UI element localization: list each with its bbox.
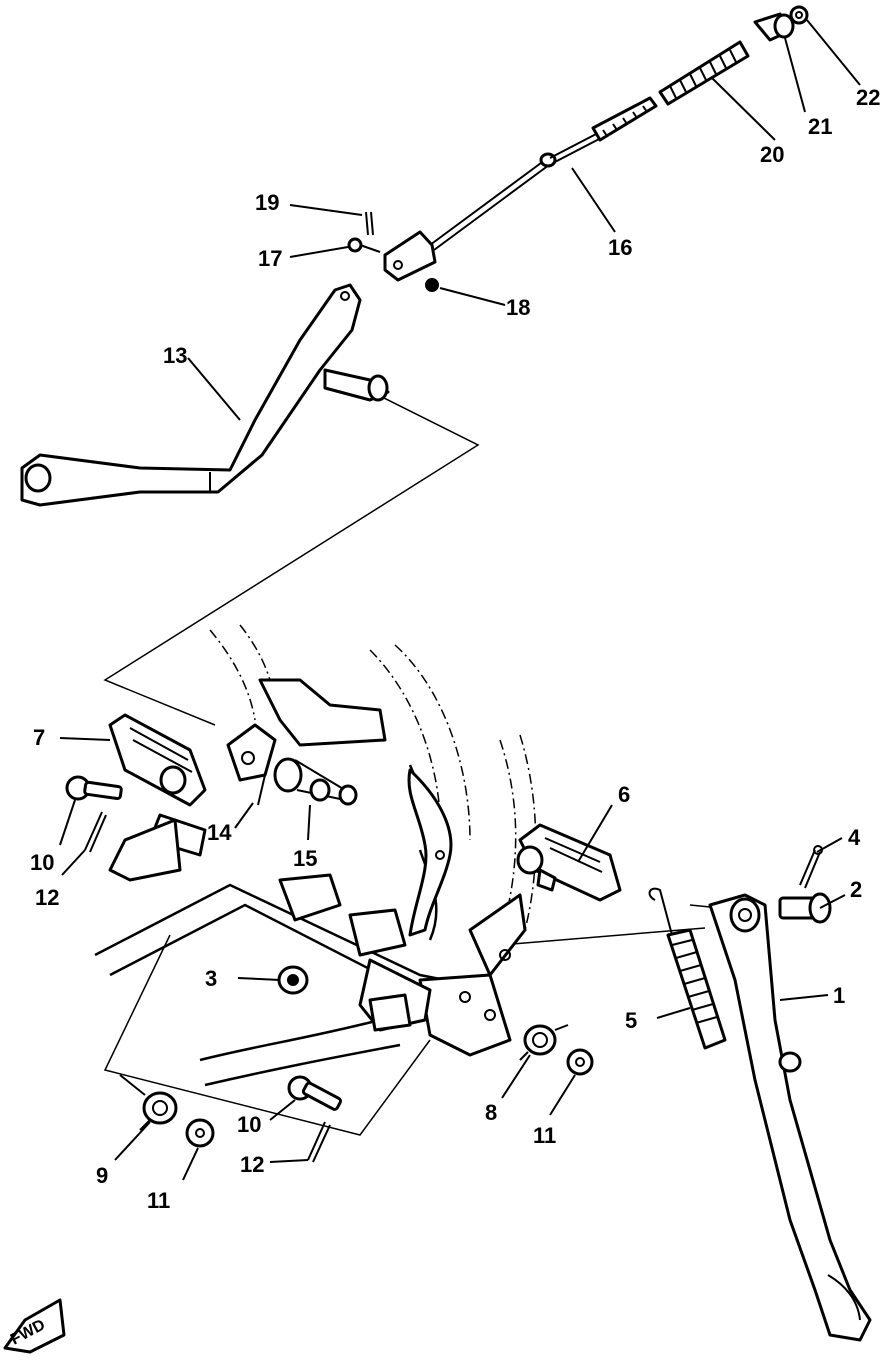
callout-6: 6: [618, 782, 630, 807]
part-2-bolt: [778, 892, 832, 924]
part-12-cotter-pin-b: [307, 1121, 331, 1163]
motorcycle-frame: [94, 624, 537, 1087]
part-10-pin-a: [65, 775, 123, 801]
part-7-footrest-left: [108, 713, 207, 882]
callout-11b: 11: [533, 1123, 556, 1148]
callout-10b: 10: [237, 1112, 261, 1137]
callout-14: 14: [207, 820, 232, 845]
part-13-brake-pedal: [20, 283, 390, 507]
part-17-clevis-pin: [347, 237, 381, 253]
callout-9: 9: [96, 1163, 108, 1188]
callout-5: 5: [625, 1008, 637, 1033]
part-4-cotter-pin: [799, 845, 823, 889]
part-9-spring: [119, 1074, 178, 1131]
callout-21: 21: [808, 114, 832, 139]
callout-12b: 12: [240, 1152, 264, 1177]
part-20-spring: [658, 40, 750, 106]
callout-20: 20: [760, 142, 784, 167]
part-15-shaft: [273, 757, 358, 806]
part-18-nut: [425, 278, 439, 292]
callout-22: 22: [856, 85, 880, 110]
callout-15: 15: [293, 846, 317, 871]
part-1-side-stand: [708, 893, 872, 1342]
assembly-guide-lines: [103, 394, 761, 1136]
callout-16: 16: [608, 235, 632, 260]
callout-19: 19: [255, 190, 279, 215]
callout-7: 7: [33, 725, 45, 750]
part-22-adjusting-nut: [789, 5, 809, 25]
callout-1: 1: [833, 983, 845, 1008]
part-19-cotter-pin: [365, 211, 374, 236]
callout-2: 2: [850, 877, 862, 902]
part-5-stand-spring: [648, 887, 727, 1050]
leader-lines: [59, 19, 861, 1181]
part-8-spring: [519, 1024, 569, 1061]
part-11-washer-a: [185, 1118, 215, 1148]
part-3-nut: [277, 965, 309, 995]
part-6-footrest-right: [516, 823, 622, 902]
callout-8: 8: [485, 1100, 497, 1125]
part-10-pin-b: [287, 1075, 342, 1111]
brake-rod-clevis: [383, 230, 437, 282]
callout-12a: 12: [35, 885, 59, 910]
callout-13: 13: [163, 343, 187, 368]
callout-3: 3: [205, 966, 217, 991]
callout-18: 18: [506, 295, 530, 320]
callout-11a: 11: [147, 1188, 170, 1213]
callout-10a: 10: [30, 850, 54, 875]
forward-direction-arrow: FWD: [3, 1298, 66, 1354]
part-21-joint: [753, 12, 795, 42]
callout-4: 4: [848, 825, 861, 850]
callout-17: 17: [258, 246, 282, 271]
callout-labels: 1 2 3 4 5 6 7 8 9 10 10 11 11 12 12 13 1…: [30, 85, 880, 1213]
part-16-brake-rod: [429, 96, 658, 251]
part-11-washer-b: [566, 1048, 594, 1076]
part-14-pedal-spring: [226, 723, 277, 806]
part-12-cotter-pin-a: [84, 811, 107, 853]
